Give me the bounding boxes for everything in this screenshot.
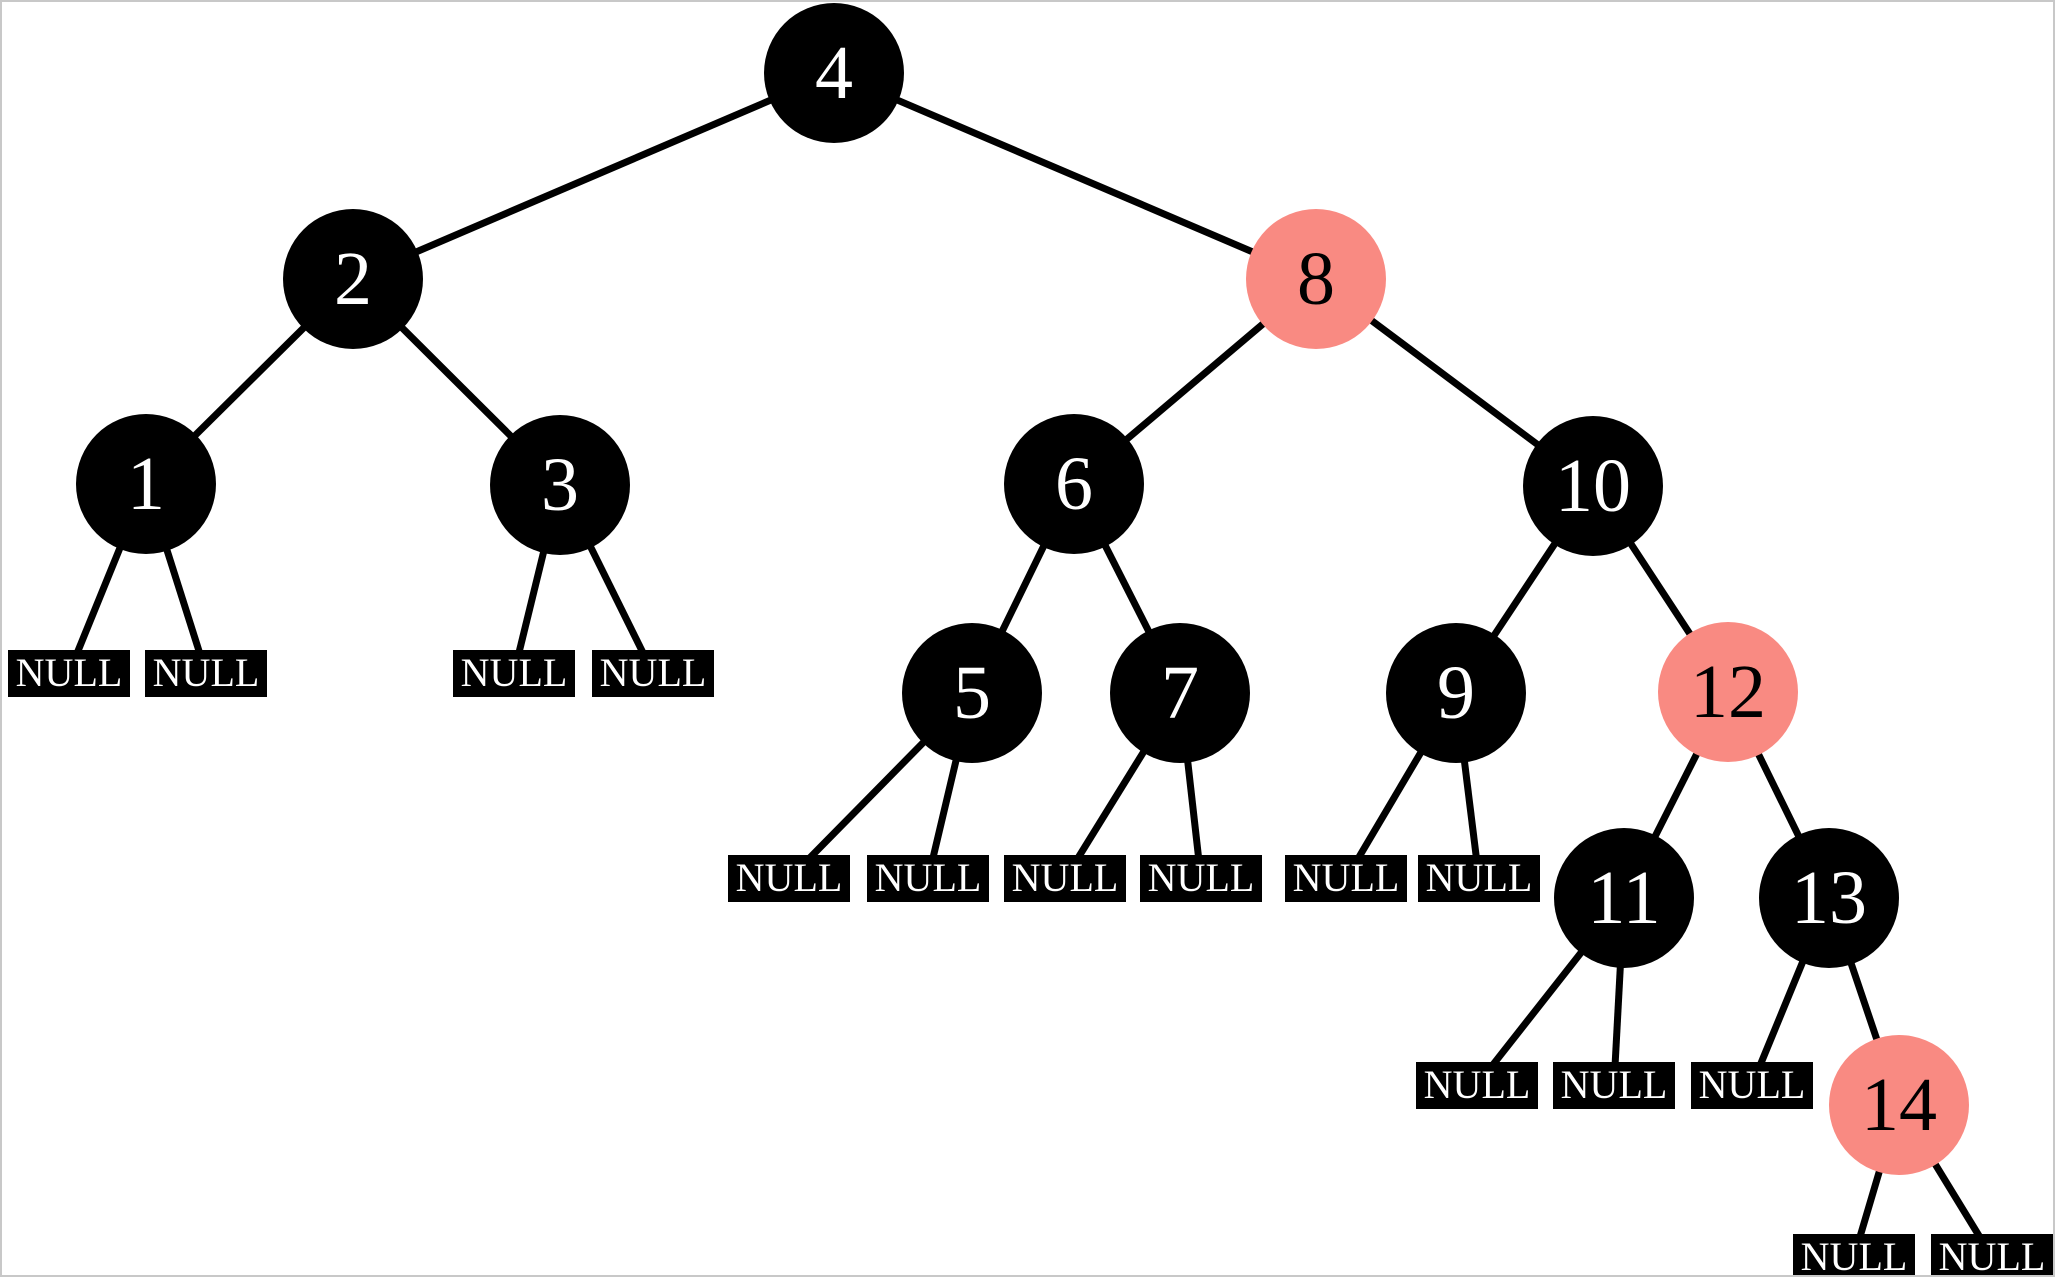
tree-node-8: 8 bbox=[1246, 209, 1386, 349]
null-leaf: NULL bbox=[8, 650, 130, 697]
tree-node-6: 6 bbox=[1004, 414, 1144, 554]
tree-node-7: 7 bbox=[1110, 623, 1250, 763]
tree-node-12: 12 bbox=[1658, 622, 1798, 762]
tree-node-2: 2 bbox=[283, 209, 423, 349]
null-leaf: NULL bbox=[1140, 855, 1262, 902]
tree-node-1: 1 bbox=[76, 414, 216, 554]
null-leaf: NULL bbox=[1691, 1062, 1813, 1109]
null-leaf: NULL bbox=[592, 650, 714, 697]
tree-node-9: 9 bbox=[1386, 623, 1526, 763]
null-leaf: NULL bbox=[1418, 855, 1540, 902]
null-leaf: NULL bbox=[453, 650, 575, 697]
tree-node-14: 14 bbox=[1829, 1035, 1969, 1175]
edge-4-8 bbox=[832, 69, 1318, 283]
null-leaf: NULL bbox=[1553, 1062, 1675, 1109]
null-leaf: NULL bbox=[728, 855, 850, 902]
tree-node-10: 10 bbox=[1523, 416, 1663, 556]
null-leaf: NULL bbox=[145, 650, 267, 697]
null-leaf: NULL bbox=[867, 855, 989, 902]
null-leaf: NULL bbox=[1285, 855, 1407, 902]
tree-node-3: 3 bbox=[490, 415, 630, 555]
null-leaf: NULL bbox=[1416, 1062, 1538, 1109]
tree-node-5: 5 bbox=[902, 623, 1042, 763]
tree-node-13: 13 bbox=[1759, 828, 1899, 968]
null-leaf: NULL bbox=[1793, 1234, 1915, 1275]
null-leaf: NULL bbox=[1931, 1234, 2053, 1275]
null-leaf: NULL bbox=[1004, 855, 1126, 902]
edge-4-2 bbox=[351, 69, 836, 283]
tree-node-4: 4 bbox=[764, 3, 904, 143]
tree-node-11: 11 bbox=[1554, 828, 1694, 968]
